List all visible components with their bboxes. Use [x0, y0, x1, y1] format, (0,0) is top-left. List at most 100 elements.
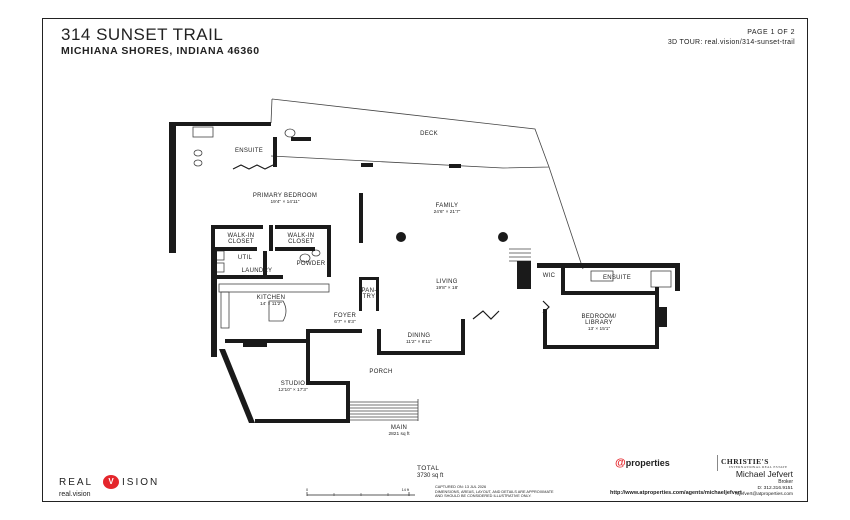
wing-east	[655, 287, 659, 347]
room-name-foyer: FOYER	[334, 313, 357, 319]
disclaimer-line1: DIMENSIONS, AREAS, LAYOUT, AND DETAILS A…	[435, 490, 554, 494]
closet-left	[211, 225, 215, 253]
kitchen-island	[268, 300, 287, 322]
room-dims-bedroom-extra: 13' × 15'1"	[588, 326, 611, 332]
bay-pier	[659, 307, 667, 327]
closet-bottom-b	[275, 247, 315, 251]
dining-east	[461, 319, 465, 355]
agent-name: Michael Jefvert	[735, 469, 793, 479]
room-name-pantry: PAN-	[361, 288, 376, 294]
deck-door-pier	[449, 164, 461, 168]
scale-end: 14 ft	[402, 488, 410, 492]
powder-sink	[311, 249, 321, 257]
room-name-bedroom-library: BEDROOM/	[581, 314, 616, 320]
pantry-left	[359, 277, 362, 311]
christies-logo: CHRISTIE'S	[721, 457, 769, 466]
scale-bar: 0 14 ft	[306, 488, 415, 496]
at-mark: @	[615, 457, 626, 469]
tub	[192, 126, 214, 138]
family-west-pier	[359, 193, 363, 243]
west-wall-upper	[169, 123, 176, 253]
atproperties-logo: @properties	[615, 457, 670, 469]
wing-north	[537, 263, 679, 268]
room-dims-living: 19'8" × 18'	[436, 285, 458, 291]
porch-wall	[346, 381, 350, 423]
bedroom-door	[542, 300, 550, 314]
room-dims-bedroom-library: LIBRARY	[585, 320, 613, 326]
room-dims-kitchen: 14' × 11'2"	[260, 301, 282, 307]
column-b	[498, 232, 508, 242]
deck-outline	[270, 98, 550, 169]
room-name-powder: POWDER	[297, 261, 326, 267]
bath-div	[273, 137, 277, 167]
bedroom-door-swing	[232, 164, 274, 170]
room-name-kitchen: KITCHEN	[257, 295, 285, 301]
room-dims-foyer: 6'7" × 6'3"	[334, 319, 356, 325]
logo-text-left: REAL	[59, 477, 94, 488]
family-right-wall	[548, 166, 584, 270]
room-name-util: UTIL	[238, 255, 253, 261]
scale-zero: 0	[306, 488, 308, 492]
thin-lines	[192, 98, 672, 421]
wic-wall	[561, 263, 565, 293]
site-link[interactable]: real.vision	[59, 491, 91, 498]
room-name-primary-bedroom: PRIMARY BEDROOM	[253, 193, 317, 199]
wing-east-top	[675, 263, 680, 291]
powder-wall	[327, 251, 331, 277]
room-dims-dining: 11'2" × 8'11"	[406, 339, 432, 345]
floorplan-sheet: 314 SUNSET TRAIL MICHIANA SHORES, INDIAN…	[42, 18, 808, 502]
room-dims-laundry: 6'1" × 6'10"	[245, 274, 269, 280]
wing-west	[543, 309, 547, 347]
tour-link[interactable]: 3D TOUR: real.vision/314-sunset-trail	[667, 39, 795, 46]
closet-top-b	[275, 225, 329, 229]
room-dims-primary-bedroom: 19'4" × 14'11"	[270, 199, 299, 205]
kitchen-side-counter	[220, 291, 230, 329]
broker-name: properties	[625, 458, 670, 468]
address-line1: 314 SUNSET TRAIL	[61, 25, 224, 44]
living-door-swing	[472, 310, 500, 320]
agent-url[interactable]: http://www.atproperties.com/agents/micha…	[610, 490, 742, 496]
room-dims-pantry: TRY	[363, 294, 376, 300]
room-name-walkin-b: WALK-IN	[288, 233, 315, 239]
pantry-top	[359, 277, 379, 280]
wing-south	[543, 345, 659, 349]
room-name-wic: WIC	[543, 273, 556, 279]
walls	[169, 122, 680, 423]
closet-bottom-a	[211, 247, 257, 251]
room-name-studio: STUDIO	[281, 381, 305, 387]
laundry-wall	[215, 275, 283, 279]
room-labels: DECK ENSUITE PRIMARY BEDROOM 19'4" × 14'…	[228, 131, 631, 437]
kitchen-counter	[218, 283, 330, 293]
closet-top-a	[211, 225, 263, 229]
porch-stairs	[348, 399, 419, 421]
toilet	[284, 128, 296, 138]
north-wall	[169, 122, 271, 126]
closet-mid	[269, 225, 273, 251]
studio-south	[255, 419, 350, 423]
foyer-top	[306, 329, 362, 333]
room-name-walkin-a: WALK-IN	[228, 233, 255, 239]
room-name-porch: PORCH	[369, 369, 392, 375]
page-indicator: PAGE 1 OF 2	[747, 29, 795, 36]
total-sqft: 3730 sq ft	[417, 473, 444, 479]
doors	[232, 164, 550, 320]
ensuite-south	[561, 291, 655, 295]
christies-subtitle: INTERNATIONAL REAL ESTATE	[729, 465, 788, 469]
studio-fireplace	[243, 341, 267, 347]
room-dims-walkin-b: CLOSET	[288, 239, 314, 245]
address-line2: MICHIANA SHORES, INDIANA 46360	[61, 45, 260, 57]
ensuite-vanity	[590, 270, 614, 282]
room-name-main: MAIN	[391, 425, 407, 431]
powder-toilet	[299, 253, 311, 263]
porch-top	[306, 381, 350, 385]
dining-west	[377, 329, 381, 353]
floor-plan: DECK ENSUITE PRIMARY BEDROOM 19'4" × 14'…	[169, 98, 680, 437]
room-name-deck: DECK	[420, 131, 438, 137]
deck-door-pier-b	[361, 163, 373, 167]
logo-text-right: ISION	[122, 477, 160, 488]
agent-email[interactable]: mjefvert@atproperties.com	[735, 492, 793, 497]
room-dims-family: 24'6" × 21'7"	[434, 209, 461, 215]
capture-date: CAPTURED ON: 13 JUL 2026	[435, 485, 487, 489]
room-name-ensuite: ENSUITE	[235, 148, 263, 154]
closet-right	[327, 225, 331, 251]
